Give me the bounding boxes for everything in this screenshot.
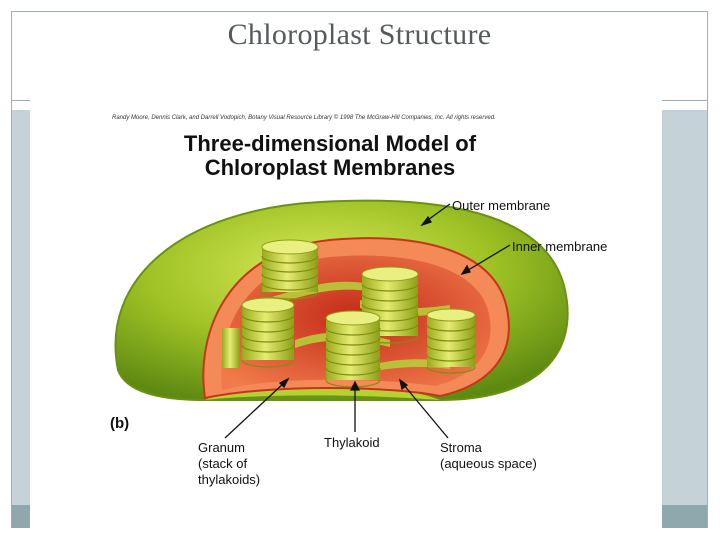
figure-heading: Three-dimensional Model of Chloroplast M… xyxy=(183,131,477,180)
granum-4 xyxy=(325,310,381,388)
footer-bar-right xyxy=(662,505,707,528)
slide-title: Chloroplast Structure xyxy=(227,18,492,51)
title-band xyxy=(12,12,707,100)
granum-1 xyxy=(261,239,319,300)
title-rule-left xyxy=(12,100,30,101)
grana-stacks xyxy=(222,239,476,388)
footer-bar-left xyxy=(12,505,30,528)
figure-copyright: Randy Moore, Dennis Clark, and Darrell V… xyxy=(112,115,496,121)
panel-letter: (b) xyxy=(110,415,130,432)
label-granum: Granum (stack of thylakoids) xyxy=(198,440,261,487)
label-inner-membrane: Inner membrane xyxy=(512,239,608,254)
label-thylakoid: Thylakoid xyxy=(324,435,380,450)
side-bar-left xyxy=(12,110,30,528)
label-outer-membrane: Outer membrane xyxy=(452,198,551,213)
granum-3 xyxy=(241,297,295,368)
chloroplast-figure: Randy Moore, Dennis Clark, and Darrell V… xyxy=(30,100,662,528)
pointer-arrows xyxy=(224,203,511,439)
granum-6 xyxy=(222,328,240,368)
chloroplast-illustration xyxy=(114,199,569,439)
granum-2 xyxy=(361,266,419,344)
granum-5 xyxy=(426,308,476,374)
title-rule-right xyxy=(662,100,707,101)
side-bar-right xyxy=(662,110,707,528)
label-stroma: Stroma (aqueous space) xyxy=(440,440,537,471)
